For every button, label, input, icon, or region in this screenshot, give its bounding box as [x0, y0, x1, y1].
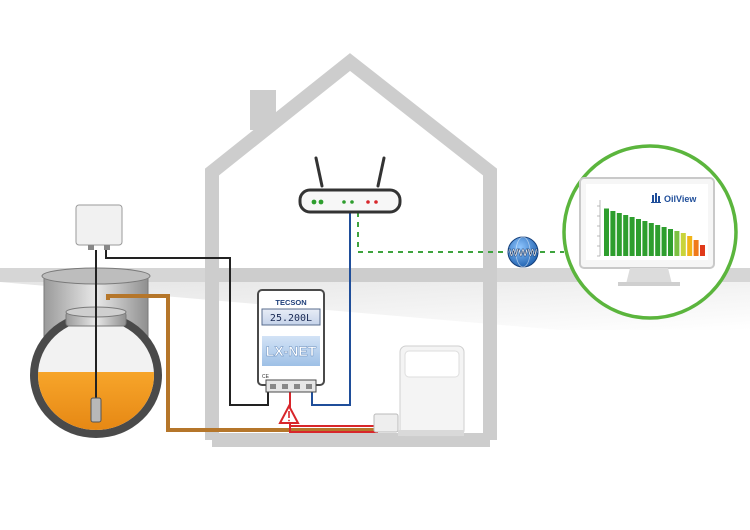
- oilview-level-chart: [597, 200, 705, 257]
- oilview-monitor: OilView: [562, 144, 738, 320]
- router: [298, 156, 402, 214]
- oilview-title: OilView: [664, 194, 697, 204]
- chart-level-bar: [655, 225, 661, 256]
- sensor-cable-oil-line: [106, 294, 376, 432]
- chart-level-bar: [642, 221, 648, 256]
- warning-icon: [278, 403, 300, 424]
- level-probe: [90, 250, 102, 423]
- www-globe-icon: WWW: [507, 236, 539, 268]
- chart-level-bar: [700, 245, 705, 256]
- globe-label: WWW: [509, 248, 538, 259]
- chart-level-bar: [687, 236, 693, 256]
- chart-level-bar: [668, 229, 673, 256]
- chart-level-bar: [604, 208, 609, 256]
- chart-level-bar: [680, 233, 686, 256]
- chart-level-bar: [610, 211, 616, 256]
- chart-level-bar: [616, 213, 622, 256]
- data-cable: [311, 212, 351, 406]
- internet-link: [357, 212, 564, 253]
- chart-level-bar: [674, 231, 680, 256]
- chart-level-bar: [648, 223, 654, 256]
- chart-level-bar: [629, 217, 635, 256]
- oilview-logo-icon: [651, 193, 661, 203]
- controller-display-value: 25.200L: [270, 313, 312, 324]
- chart-level-bar: [636, 219, 641, 256]
- chart-level-bar: [693, 240, 699, 256]
- junction-box: [75, 204, 123, 250]
- controller-model: LX-NET: [266, 343, 317, 359]
- chart-level-bar: [661, 227, 667, 256]
- lx-net-controller: TECSON 25.200L LX-NET CE: [257, 289, 325, 393]
- chart-level-bar: [623, 215, 629, 256]
- controller-ce-mark: CE: [262, 374, 270, 380]
- alarm-cable: [289, 392, 378, 433]
- sensor-cable-signal: [105, 250, 269, 406]
- chimney: [250, 90, 276, 130]
- controller-brand: TECSON: [275, 298, 306, 307]
- oil-burner-unit: [373, 345, 465, 437]
